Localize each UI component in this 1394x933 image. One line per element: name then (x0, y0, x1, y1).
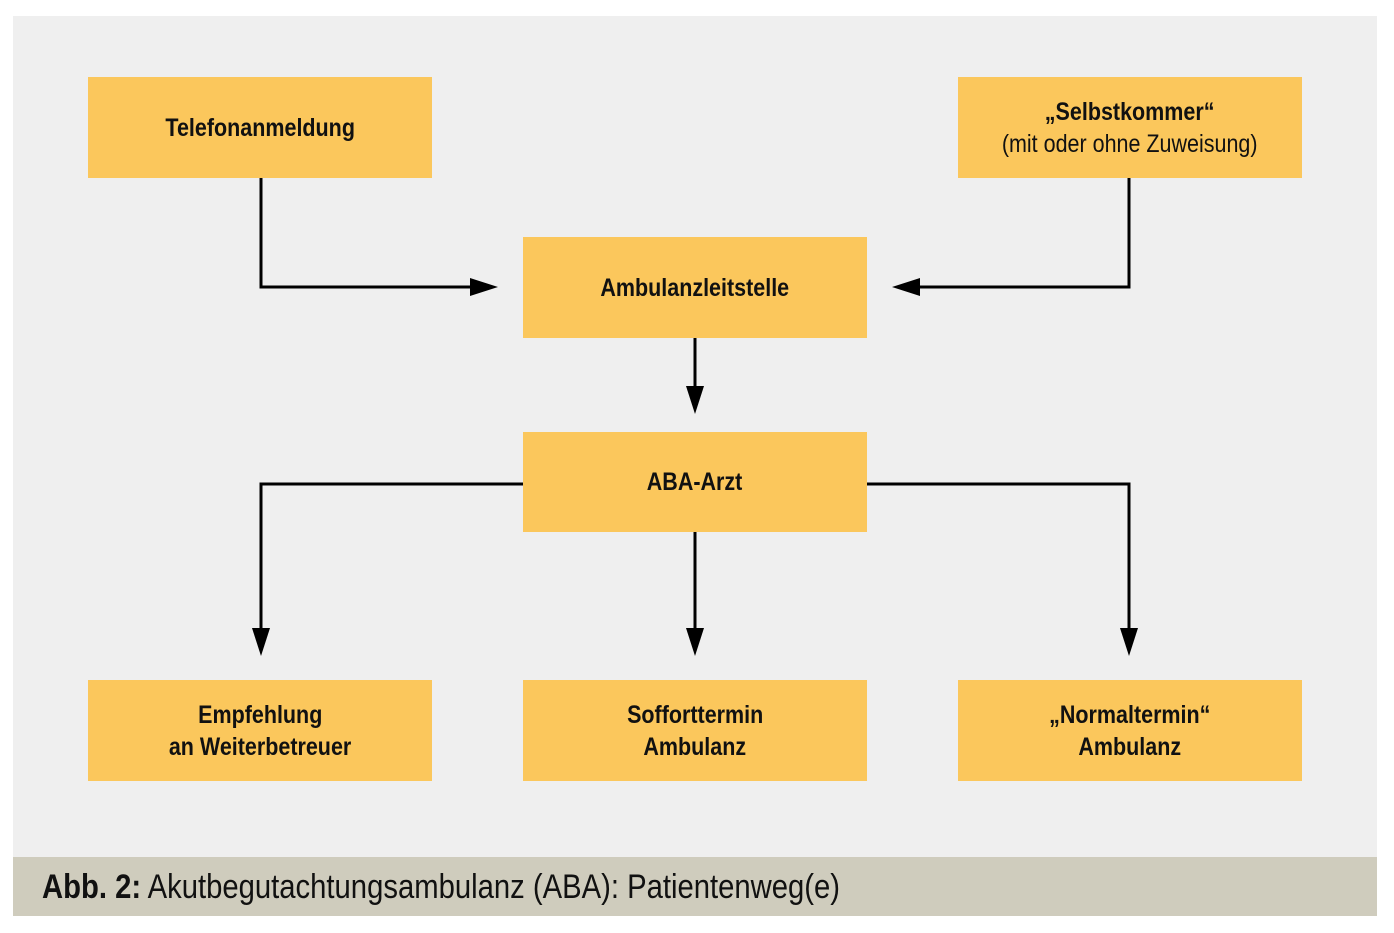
node-telefonanmeldung: Telefonanmeldung (88, 77, 432, 178)
node-empfehlung-line2: an Weiterbetreuer (168, 732, 352, 761)
node-selbstkommer-label: „Selbstkommer“ (1045, 97, 1215, 126)
node-telefonanmeldung-label: Telefonanmeldung (165, 113, 355, 142)
caption-text: Akutbegutachtungsambulanz (ABA): Patient… (141, 868, 841, 906)
connector-arzt-to-empfehlung (259, 482, 523, 630)
node-empfehlung-line1: Empfehlung (197, 700, 323, 729)
node-aba-arzt: ABA-Arzt (523, 432, 867, 532)
node-normaltermin: „Normaltermin“ Ambulanz (958, 680, 1302, 781)
node-ambulanzleitstelle: Ambulanzleitstelle (523, 237, 867, 338)
node-normaltermin-line2: Ambulanz (1078, 732, 1182, 761)
caption-label: Abb. 2: (42, 868, 142, 906)
arrowhead-down-sofort (686, 628, 704, 656)
arrowhead-down-normal (1120, 628, 1138, 656)
arrowhead-down-empfehlung (252, 628, 270, 656)
figure-caption: Abb. 2: Akutbegutachtungsambulanz (ABA):… (42, 867, 840, 907)
caption-bar (13, 857, 1377, 916)
node-selbstkommer: „Selbstkommer“ (mit oder ohne Zuweisung) (958, 77, 1302, 178)
node-ambulanzleitstelle-label: Ambulanzleitstelle (600, 273, 790, 302)
connector-selbst-to-leitstelle (918, 178, 1131, 289)
connector-arzt-to-normal (867, 482, 1131, 630)
connector-telefon-to-leitstelle (259, 178, 472, 289)
node-empfehlung: Empfehlung an Weiterbetreuer (88, 680, 432, 781)
node-sofforttermin: Sofforttermin Ambulanz (523, 680, 867, 781)
node-selbstkommer-sublabel: (mit oder ohne Zuweisung) (1002, 129, 1258, 158)
node-sofforttermin-line1: Sofforttermin (626, 700, 764, 729)
arrowhead-down-leitstelle-arzt (686, 386, 704, 414)
arrowhead-left (892, 278, 920, 296)
node-aba-arzt-label: ABA-Arzt (647, 468, 743, 496)
node-sofforttermin-line2: Ambulanz (643, 732, 747, 761)
arrowhead-right (470, 278, 498, 296)
node-normaltermin-line1: „Normaltermin“ (1049, 700, 1211, 729)
